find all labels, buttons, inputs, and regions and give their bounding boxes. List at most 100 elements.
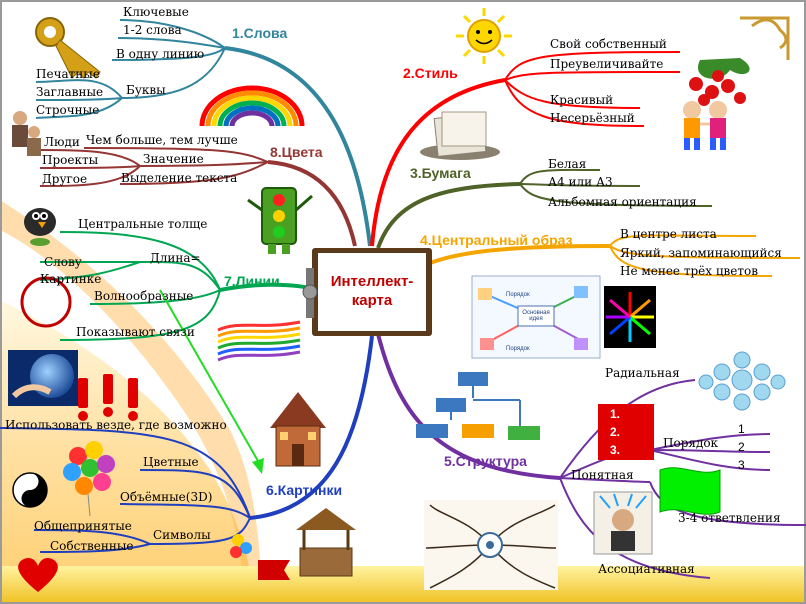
label-word: Слову — [44, 255, 82, 269]
thumbnail-order-2: Порядок — [506, 346, 530, 352]
rainbow-image — [199, 85, 305, 127]
slide-number-1: 1. — [610, 407, 621, 421]
label-printed: Печатные — [36, 67, 100, 81]
central-title-line-1: Интеллект- — [330, 273, 414, 290]
label-uppercase: Заглавные — [36, 85, 104, 99]
branch-style-line — [370, 78, 506, 247]
green-flag-image — [659, 467, 721, 515]
exclamation-marks — [78, 374, 138, 421]
order-number-1: 1 — [738, 422, 745, 436]
colored-lines-image — [217, 320, 301, 362]
org-chart-image — [416, 372, 540, 440]
branch-central-line — [424, 244, 611, 267]
label-bright: Яркий, запоминающийся — [620, 246, 782, 260]
branch-title-central: 4.Центральный образ — [420, 232, 573, 248]
lines-arrow — [159, 289, 263, 469]
color-wheel-image — [604, 286, 656, 348]
numbered-slide-image — [598, 404, 654, 460]
people-photo — [12, 111, 41, 156]
thumbnail-order-1: Порядок — [506, 292, 530, 298]
branch-pictures-line — [249, 335, 374, 520]
branch-paper-line — [376, 182, 521, 249]
order-number-3: 3 — [738, 458, 745, 472]
label-center-of-sheet: В центре листа — [620, 227, 717, 241]
label-white: Белая — [548, 157, 587, 171]
label-other: Другое — [42, 172, 88, 186]
label-symbols: Символы — [153, 528, 211, 542]
branch-title-lines: 7.Линии — [224, 273, 280, 289]
branch-title-structure: 5.Структура — [444, 453, 527, 469]
red-ring — [20, 276, 72, 328]
well-image — [296, 508, 356, 577]
label-keywords: Ключевые — [123, 5, 189, 19]
label-3-4-branches: 3-4 ответвления — [678, 511, 781, 525]
slide-number-3: 3. — [610, 443, 621, 457]
branch-title-paper: 3.Бумага — [410, 165, 471, 181]
bird-image — [24, 208, 56, 246]
label-more-is-better: Чем больше, тем лучше — [86, 133, 238, 147]
label-picture: Картинке — [40, 272, 102, 286]
thinking-person-image — [593, 491, 653, 555]
label-not-serious: Несерьёзный — [550, 111, 635, 125]
label-order: Порядок — [663, 436, 719, 450]
label-use-everywhere: Использовать везде, где возможно — [5, 418, 227, 432]
branch-title-words: 1.Слова — [232, 25, 288, 41]
label-3d: Объёмные(3D) — [120, 490, 213, 504]
label-a4-a3: А4 или А3 — [548, 175, 613, 189]
branch-words-line — [224, 46, 372, 247]
paper-stack-image — [420, 111, 500, 160]
corner-ornament — [740, 16, 790, 60]
order-number-2: 2 — [738, 440, 745, 454]
globe-image — [8, 350, 78, 406]
label-own: Собственные — [50, 539, 134, 553]
label-wavy: Волнообразные — [94, 289, 194, 303]
mind-map-thumbnail — [471, 275, 601, 359]
label-letters: Буквы — [126, 83, 166, 97]
label-associative: Ассоциативная — [598, 562, 695, 576]
label-beautiful: Красивый — [550, 93, 614, 107]
house-image — [270, 392, 326, 467]
label-exaggerate: Преувеличивайте — [550, 57, 664, 71]
label-projects: Проекты — [42, 153, 99, 167]
slide-number-2: 2. — [610, 425, 621, 439]
label-meaning: Значение — [143, 152, 204, 166]
sun-icon — [456, 8, 512, 64]
label-show-links: Показывают связи — [76, 325, 195, 339]
label-length: Длина= — [150, 251, 201, 265]
label-people: Люди — [44, 135, 80, 149]
label-clear: Понятная — [571, 468, 634, 482]
key-icon — [35, 17, 101, 79]
branch-title-style: 2.Стиль — [403, 65, 458, 81]
central-title-line-2: карта — [351, 292, 393, 309]
label-central-thicker: Центральные толще — [78, 217, 208, 231]
label-colored: Цветные — [143, 455, 199, 469]
label-landscape: Альбомная ориентация — [548, 195, 697, 209]
ribbon-image — [258, 560, 290, 580]
label-lowercase: Строчные — [36, 103, 100, 117]
heart-icon — [18, 557, 58, 592]
label-radial: Радиальная — [605, 366, 680, 380]
label-text-highlight: Выделение текста — [121, 171, 238, 185]
radial-diagram-image — [698, 351, 786, 411]
central-board — [302, 248, 432, 336]
balloons-image — [63, 441, 115, 517]
background-swoosh-2 — [0, 200, 262, 604]
label-three-colors: Не менее трёх цветов — [620, 264, 759, 278]
label-conventional: Общепринятые — [34, 519, 132, 533]
branch-title-colors: 8.Цвета — [270, 144, 323, 160]
small-balloons-image — [230, 534, 252, 558]
branch-title-pictures: 6.Картинки — [266, 482, 343, 498]
children-image — [683, 101, 727, 150]
yin-yang-icon — [12, 472, 48, 508]
associative-map-image — [424, 500, 558, 590]
traffic-light-image — [247, 187, 313, 254]
label-own-style: Свой собственный — [550, 37, 667, 51]
central-title: Интеллект- карта — [322, 272, 422, 310]
label-1-2-words: 1-2 слова — [123, 23, 182, 37]
strawberry-image — [689, 58, 750, 106]
branch-colors-line — [267, 160, 357, 247]
label-one-line: В одну линию — [116, 47, 205, 61]
